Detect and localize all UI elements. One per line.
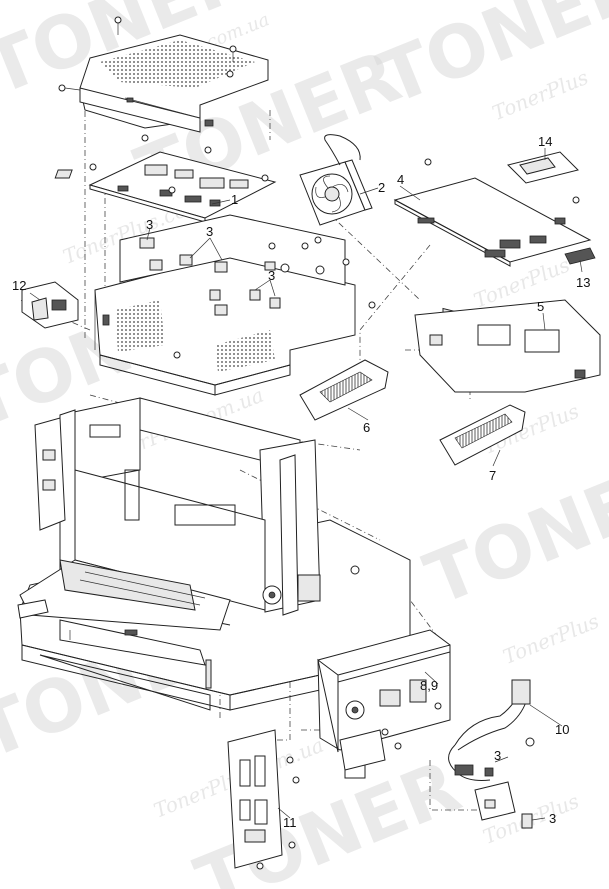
callout-11: 11 [283, 815, 297, 830]
callout-8-9: 8,9 [420, 678, 438, 693]
callout-5: 5 [537, 299, 544, 314]
screw-icon [314, 236, 322, 244]
top-shield-cover [58, 16, 269, 133]
gear-icon [262, 585, 282, 605]
callout-14: 14 [538, 134, 552, 149]
screw-icon [292, 776, 300, 784]
screw-icon [288, 841, 296, 849]
screw-icon [229, 45, 237, 62]
drive-assembly [317, 629, 451, 779]
screw-icon [342, 258, 350, 266]
callout-3: 3 [494, 748, 501, 763]
callout-1: 1 [231, 192, 238, 207]
screw-icon [204, 146, 212, 154]
screw-icon [226, 70, 234, 78]
screw-icon [261, 174, 269, 182]
leader-lines [29, 148, 583, 821]
wire-harness [448, 679, 535, 781]
cooling-fan [299, 134, 373, 226]
rom-chip [564, 247, 596, 265]
callout-3: 3 [549, 811, 556, 826]
screw-icon [434, 702, 442, 710]
screw-icon [572, 196, 580, 204]
controller-board [54, 134, 277, 223]
screw-icon [89, 163, 97, 171]
connector-icon [525, 737, 535, 747]
motor-part [297, 574, 321, 602]
screw-icon [368, 301, 376, 309]
callout-4: 4 [397, 172, 404, 187]
screw-icon [286, 756, 294, 764]
callout-12: 12 [12, 278, 26, 293]
screw-icon [381, 728, 389, 736]
callout-3: 3 [268, 268, 275, 283]
callout-7: 7 [489, 468, 496, 483]
screw-icon [301, 242, 309, 250]
callout-13: 13 [576, 275, 590, 290]
screw-icon [168, 186, 176, 194]
callout-6: 6 [363, 420, 370, 435]
watermark-brand: TONER [414, 440, 609, 621]
interface-panel [227, 729, 300, 870]
screw-icon [394, 742, 402, 750]
watermark-script: TonerPlus [500, 609, 603, 669]
screw-icon [173, 351, 181, 359]
callout-3: 3 [146, 217, 153, 232]
side-bracket [21, 281, 79, 329]
screw-icon [114, 16, 122, 35]
watermark-brand: TONER [184, 744, 471, 889]
callout-labels: 1 2 3 3 3 3 3 4 5 6 7 8,9 10 11 12 13 14 [12, 134, 590, 830]
callout-2: 2 [378, 180, 385, 195]
metal-chassis-frame [94, 214, 376, 396]
screw-icon [141, 134, 149, 142]
guide-rail-6 [299, 359, 389, 421]
small-bracket [474, 767, 516, 821]
guide-rail-7 [439, 404, 526, 466]
clip-part [139, 237, 155, 249]
screw-icon [268, 242, 276, 250]
clip-part [521, 813, 533, 829]
callout-3: 3 [206, 224, 213, 239]
memory-module [507, 151, 579, 184]
screw-icon [58, 84, 81, 92]
screw-icon [256, 862, 264, 870]
callout-10: 10 [555, 722, 569, 737]
rear-plate [414, 299, 601, 393]
printer-inner-frame [17, 397, 321, 636]
screw-icon [424, 158, 432, 166]
